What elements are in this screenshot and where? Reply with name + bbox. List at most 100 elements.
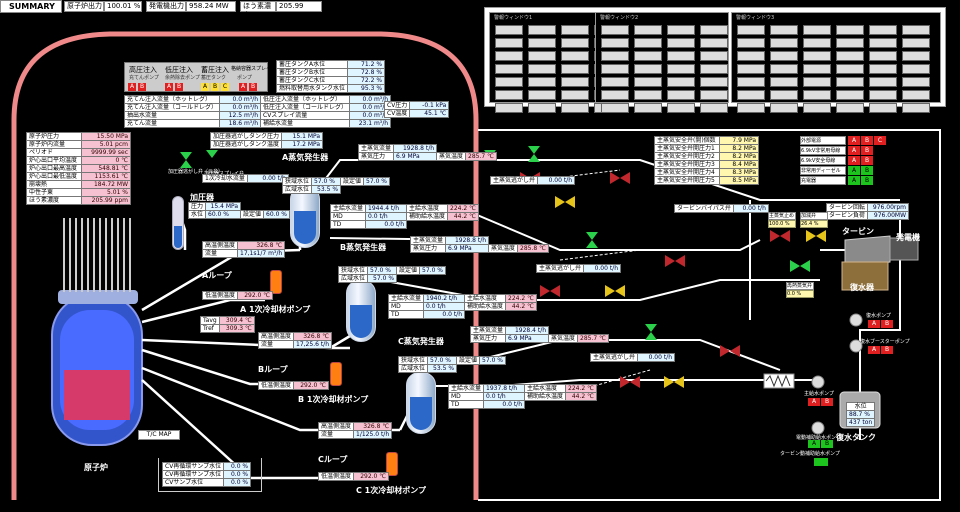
turbine-speed-label: タービン回転 <box>825 203 869 212</box>
cond-booster-b[interactable]: B <box>881 346 893 354</box>
generator-title: 発電機 <box>896 233 920 242</box>
rcp-a[interactable] <box>270 270 282 294</box>
rcp-c[interactable] <box>386 452 398 476</box>
pump-c-label: C 1次冷却材ポンプ <box>356 486 426 495</box>
cond-booster-a[interactable]: A <box>868 346 880 354</box>
eccs-hp-label: 高圧注入 <box>129 66 157 74</box>
cond-pump-label: 復水ポンプ <box>866 313 891 319</box>
pzr-relief-label: 加圧器逃がし弁（元弁） <box>168 169 224 175</box>
sg-b-wide-value: 57.0 % <box>367 274 398 283</box>
stop-valve-label: 主蒸気止め弁 <box>768 212 796 226</box>
boron-label: ほう素濃度 <box>240 1 276 19</box>
eccs-acc-c[interactable]: C <box>221 83 229 91</box>
sg-a-steampress-value: 6.9 MPa <box>393 152 438 161</box>
eccs-hp-a[interactable]: A <box>128 83 136 91</box>
power-1-a[interactable]: A <box>848 146 860 155</box>
cond-pump-a[interactable]: A <box>868 320 880 328</box>
cv-sump2-label: CV再循環サンプ水位 <box>161 470 225 479</box>
inj-value-7: 18.6 m³/h <box>219 119 262 128</box>
alarm-panel-3[interactable]: 警報ウィンドウ3 <box>731 12 941 113</box>
eccs-hp-b[interactable]: B <box>138 83 146 91</box>
cv-press-value: -0.1 kPa <box>409 101 450 110</box>
tc-map-button[interactable]: T/C MAP <box>138 430 180 440</box>
sg-c-steampress-value: 6.9 MPa <box>505 334 550 343</box>
sg-a-fwflow-value: 1944.4 t/h <box>365 204 408 213</box>
sg-b-steampress-label: 蒸気圧力 <box>409 244 447 253</box>
loop-b-flow-value: 17,25.6 t/h <box>293 340 333 349</box>
sg-a-level-value: 57.0 % <box>311 177 342 186</box>
alarm-panel-2[interactable]: 警報ウィンドウ2 <box>595 12 729 113</box>
sg-a-relief-label: 主蒸気逃がし弁 <box>489 176 539 185</box>
sg-b-steamtemp-label: 蒸気温度 <box>488 244 519 253</box>
td-aux-label: タービン動補助給水ポンプ <box>780 451 840 457</box>
inj-value-5: 12.5 m³/h <box>219 111 262 120</box>
sg-b-fwtemp-label: 主給水温度 <box>464 294 507 303</box>
sg-c-steamflow-value: 1928.4 t/h <box>505 326 550 335</box>
aux-mfw-label: 電動補助給水ポンプ <box>796 435 841 441</box>
sg-b-steampress-value: 6.9 MPa <box>445 244 490 253</box>
power-4-a[interactable]: A <box>848 176 860 185</box>
aux-mfw-b[interactable]: B <box>821 440 833 448</box>
power-3-b[interactable]: B <box>861 166 873 175</box>
core-value-7: 5.01 % <box>81 188 131 197</box>
stop-valve-value: 100.0 % <box>768 220 796 228</box>
sg-c-steamflow-label: 主蒸気流量 <box>469 326 507 335</box>
sg-c-fwflow-label: 主給水流量 <box>447 384 485 393</box>
core-value-8: 205.99 ppm <box>81 196 131 205</box>
mfw-pump-a[interactable]: A <box>808 398 820 406</box>
power-4-b[interactable]: B <box>861 176 873 185</box>
power-0-b[interactable]: B <box>861 136 873 145</box>
pump-b-label: B 1次冷却材ポンプ <box>298 395 369 404</box>
eccs-acc-a[interactable]: A <box>201 83 209 91</box>
sg-a-set-label: 設定値 <box>340 177 365 186</box>
power-2-b[interactable]: B <box>861 156 873 165</box>
power-3-a[interactable]: A <box>848 166 860 175</box>
sg-a-fwtemp-label: 主給水温度 <box>406 204 449 213</box>
cv-sump-frame <box>158 458 262 492</box>
rcp-b[interactable] <box>330 362 342 386</box>
mfw-pump-b[interactable]: B <box>821 398 833 406</box>
mssv-label-5: 主蒸気安全弁開圧力5 <box>654 176 720 185</box>
power-0-c[interactable]: C <box>874 136 886 145</box>
sg-a-steamtemp-label: 蒸気温度 <box>436 152 467 161</box>
cond-pump-b[interactable]: B <box>881 320 893 328</box>
power-label-4: 充電器 <box>800 176 846 185</box>
power-0-a[interactable]: A <box>848 136 860 145</box>
cv-sump3-label: CVサンプ水位 <box>161 478 225 487</box>
inj-label-6: CVスプレイ流量 <box>260 111 351 120</box>
steam-generator-b[interactable] <box>346 280 376 342</box>
eccs-cs-b[interactable]: B <box>249 83 257 91</box>
core-value-1: 5.01 pcm <box>81 140 131 149</box>
eccs-acc-b[interactable]: B <box>211 83 219 91</box>
power-2-a[interactable]: A <box>848 156 860 165</box>
sg-a-fwtemp-value: 224.2 ℃ <box>447 204 479 213</box>
core-label-0: 原子炉圧力 <box>26 132 82 141</box>
pzr-vessel <box>172 196 184 250</box>
sg-a-aux-value: 0.0 t/h <box>365 212 408 221</box>
power-1-b[interactable]: B <box>861 146 873 155</box>
inj-label-7: 充てん流量 <box>123 119 221 128</box>
sg-b-td-label: TD <box>387 310 425 319</box>
acc-b-value: 72.8 % <box>347 68 386 77</box>
steam-generator-a[interactable] <box>290 186 320 248</box>
loop-c-cold-value: 292.0 ℃ <box>353 472 390 481</box>
eccs-lp-a[interactable]: A <box>165 83 173 91</box>
steam-generator-c[interactable] <box>406 372 436 434</box>
eccs-cs-a[interactable]: A <box>239 83 247 91</box>
eccs-lp-b[interactable]: B <box>175 83 183 91</box>
sg-b-set-value: 57.0 % <box>419 266 446 275</box>
tavg-value: 309.4 ℃ <box>218 316 255 325</box>
td-aux-badge[interactable] <box>814 458 828 466</box>
sg-b-level-value: 57.0 % <box>367 266 398 275</box>
aux-mfw-a[interactable]: A <box>808 440 820 448</box>
